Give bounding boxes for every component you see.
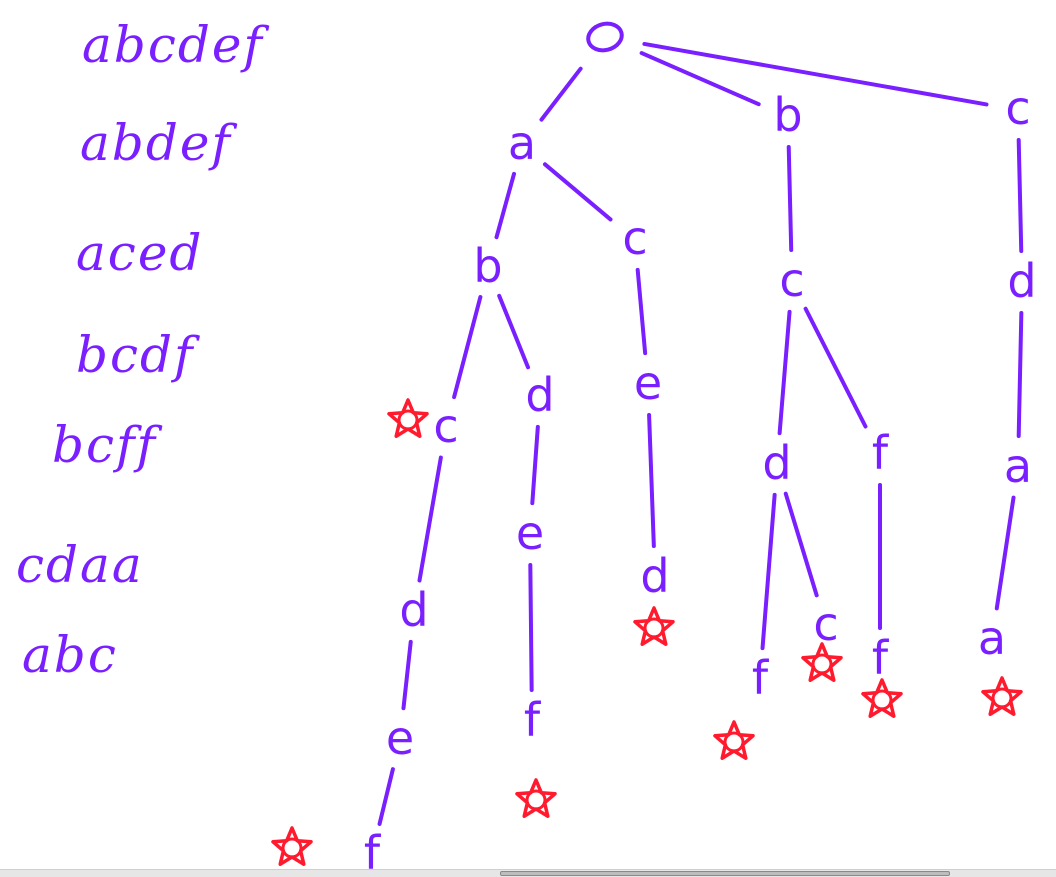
trie-edges	[377, 41, 1024, 826]
trie-edge	[530, 424, 540, 506]
trie-node-label: c	[622, 211, 647, 265]
trie-node-label: d	[762, 436, 791, 490]
trie-edge	[494, 171, 517, 240]
trie-node-label: c	[1005, 81, 1030, 135]
trie-node-label: a	[978, 611, 1006, 665]
trie-node-label: b	[773, 88, 802, 142]
word-item: aced	[76, 224, 204, 282]
trie-edge	[542, 162, 613, 222]
word-item: abc	[22, 626, 118, 684]
trie-node-label: c	[779, 253, 804, 307]
trie-node-label: f	[872, 426, 890, 480]
trie-edge	[647, 412, 656, 549]
end-marker-star	[981, 676, 1023, 716]
end-marker-circle	[643, 617, 665, 639]
end-marker-circle	[525, 789, 547, 811]
trie-edge	[803, 306, 868, 429]
trie-edge	[401, 639, 413, 711]
end-marker-star	[713, 720, 755, 760]
word-item: bcff	[52, 416, 158, 474]
end-marker-circle	[871, 689, 893, 711]
end-marker-circle	[723, 731, 745, 753]
trie-edge	[994, 495, 1016, 611]
trie-edge	[786, 144, 794, 253]
trie-node-label: c	[433, 399, 458, 453]
trie-node-label: f	[752, 651, 770, 705]
trie-edge	[635, 267, 648, 356]
trie-edge	[760, 492, 777, 651]
trie-node-label: c	[813, 597, 838, 651]
end-marker-star	[861, 678, 903, 718]
word-item: cdaa	[16, 536, 144, 594]
trie-node-label: b	[473, 239, 502, 293]
trie-node-label: d	[640, 549, 669, 603]
end-marker-star	[633, 606, 675, 646]
word-item: abdef	[80, 114, 232, 172]
end-marker-circle	[397, 409, 419, 431]
trie-edge	[539, 66, 583, 122]
trie-edge	[642, 41, 989, 107]
trie-node-label: f	[524, 693, 542, 747]
trie-node-label: f	[364, 826, 382, 876]
trie-edge	[783, 491, 819, 598]
trie-node-label: d	[399, 583, 428, 637]
trie-edge	[528, 562, 534, 693]
trie-root-node	[586, 21, 624, 53]
trie-edge	[377, 767, 395, 826]
trie-edge	[639, 51, 761, 107]
trie-node-label: a	[1004, 439, 1032, 493]
end-marker-star	[387, 398, 429, 438]
end-marker-star	[515, 778, 557, 818]
end-marker-circle	[281, 837, 303, 859]
end-marker-circle	[991, 687, 1013, 709]
scrollbar-thumb[interactable]	[500, 871, 950, 876]
end-marker-circle	[811, 653, 833, 675]
trie-edge	[417, 455, 443, 583]
trie-edge	[1016, 310, 1024, 439]
trie-node-label: f	[872, 631, 890, 685]
trie-node-label: e	[516, 506, 544, 560]
trie-node-label: a	[508, 116, 536, 170]
trie-node-label: e	[634, 356, 662, 410]
trie-node-label: d	[525, 368, 554, 422]
trie-edge	[777, 309, 792, 436]
trie-edge	[497, 293, 531, 370]
trie-edge	[452, 295, 483, 400]
word-item: bcdf	[76, 326, 195, 384]
trie-node-label: d	[1007, 254, 1036, 308]
trie-node-label: e	[386, 711, 414, 765]
end-marker-star	[271, 826, 313, 866]
word-item: abcdef	[82, 16, 264, 74]
end-markers	[271, 398, 1023, 866]
trie-edge	[1016, 137, 1024, 254]
